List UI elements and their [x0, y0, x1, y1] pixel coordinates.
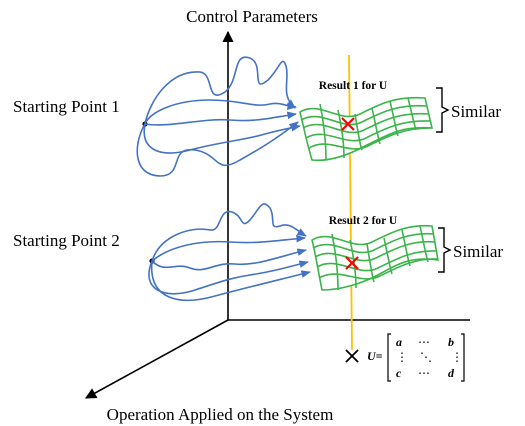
similar-bracket-2: [438, 227, 452, 273]
similar-bracket-1: [436, 87, 450, 133]
matrix-lhs: U=: [367, 349, 383, 363]
trajectories-2: [148, 203, 311, 302]
depth-axis: [85, 319, 229, 399]
matrix-cell-2-0: c: [396, 366, 402, 380]
parameter-line: [348, 54, 353, 351]
operation-marker: [345, 349, 359, 363]
matrix-left-bracket: [387, 333, 391, 382]
similar-label-2: Similar: [453, 242, 503, 261]
matrix-cell-0-1: ⋯: [418, 335, 430, 349]
matrix-cell-0-0: a: [396, 335, 402, 349]
similar-label-1: Similar: [451, 102, 501, 121]
matrix-right-bracket: [461, 333, 465, 382]
trajectory-2e: [150, 260, 311, 302]
result-surface-2: [311, 224, 439, 291]
matrix-cell-0-2: b: [448, 335, 454, 349]
trajectory-2a: [151, 203, 307, 262]
vertical-axis-label: Control Parameters: [186, 7, 318, 26]
result-1-label: Result 1 for U: [319, 80, 388, 92]
axes: [85, 30, 470, 399]
starting-point-1-label: Starting Point 1: [13, 97, 120, 116]
matrix-cell-2-1: ⋯: [418, 366, 430, 380]
result-surface-1: [299, 96, 434, 162]
trajectory-2d: [148, 260, 309, 295]
trajectory-1b: [144, 99, 297, 125]
trajectory-1c: [144, 111, 297, 126]
result-marker-1: [341, 117, 355, 131]
horizontal-axis-label: Operation Applied on the System: [107, 405, 334, 424]
matrix-cell-1-2: ⋮: [451, 350, 463, 364]
trajectory-2b: [151, 234, 306, 262]
result-2-label: Result 2 for U: [329, 215, 398, 227]
starting-point-2-label: Starting Point 2: [13, 231, 120, 250]
trajectories-1: [136, 56, 301, 177]
trajectory-2c: [151, 248, 307, 271]
matrix-u: U= a ⋯ b ⋮ ⋱ ⋮ c ⋯ d: [367, 333, 465, 382]
trajectory-1d: [136, 121, 299, 177]
trajectory-1e: [143, 123, 301, 154]
trajectory-1a: [144, 56, 296, 125]
matrix-cell-1-1: ⋱: [420, 350, 432, 364]
matrix-cell-1-0: ⋮: [396, 350, 408, 364]
matrix-cell-2-2: d: [448, 366, 455, 380]
result-marker-2: [345, 256, 359, 270]
